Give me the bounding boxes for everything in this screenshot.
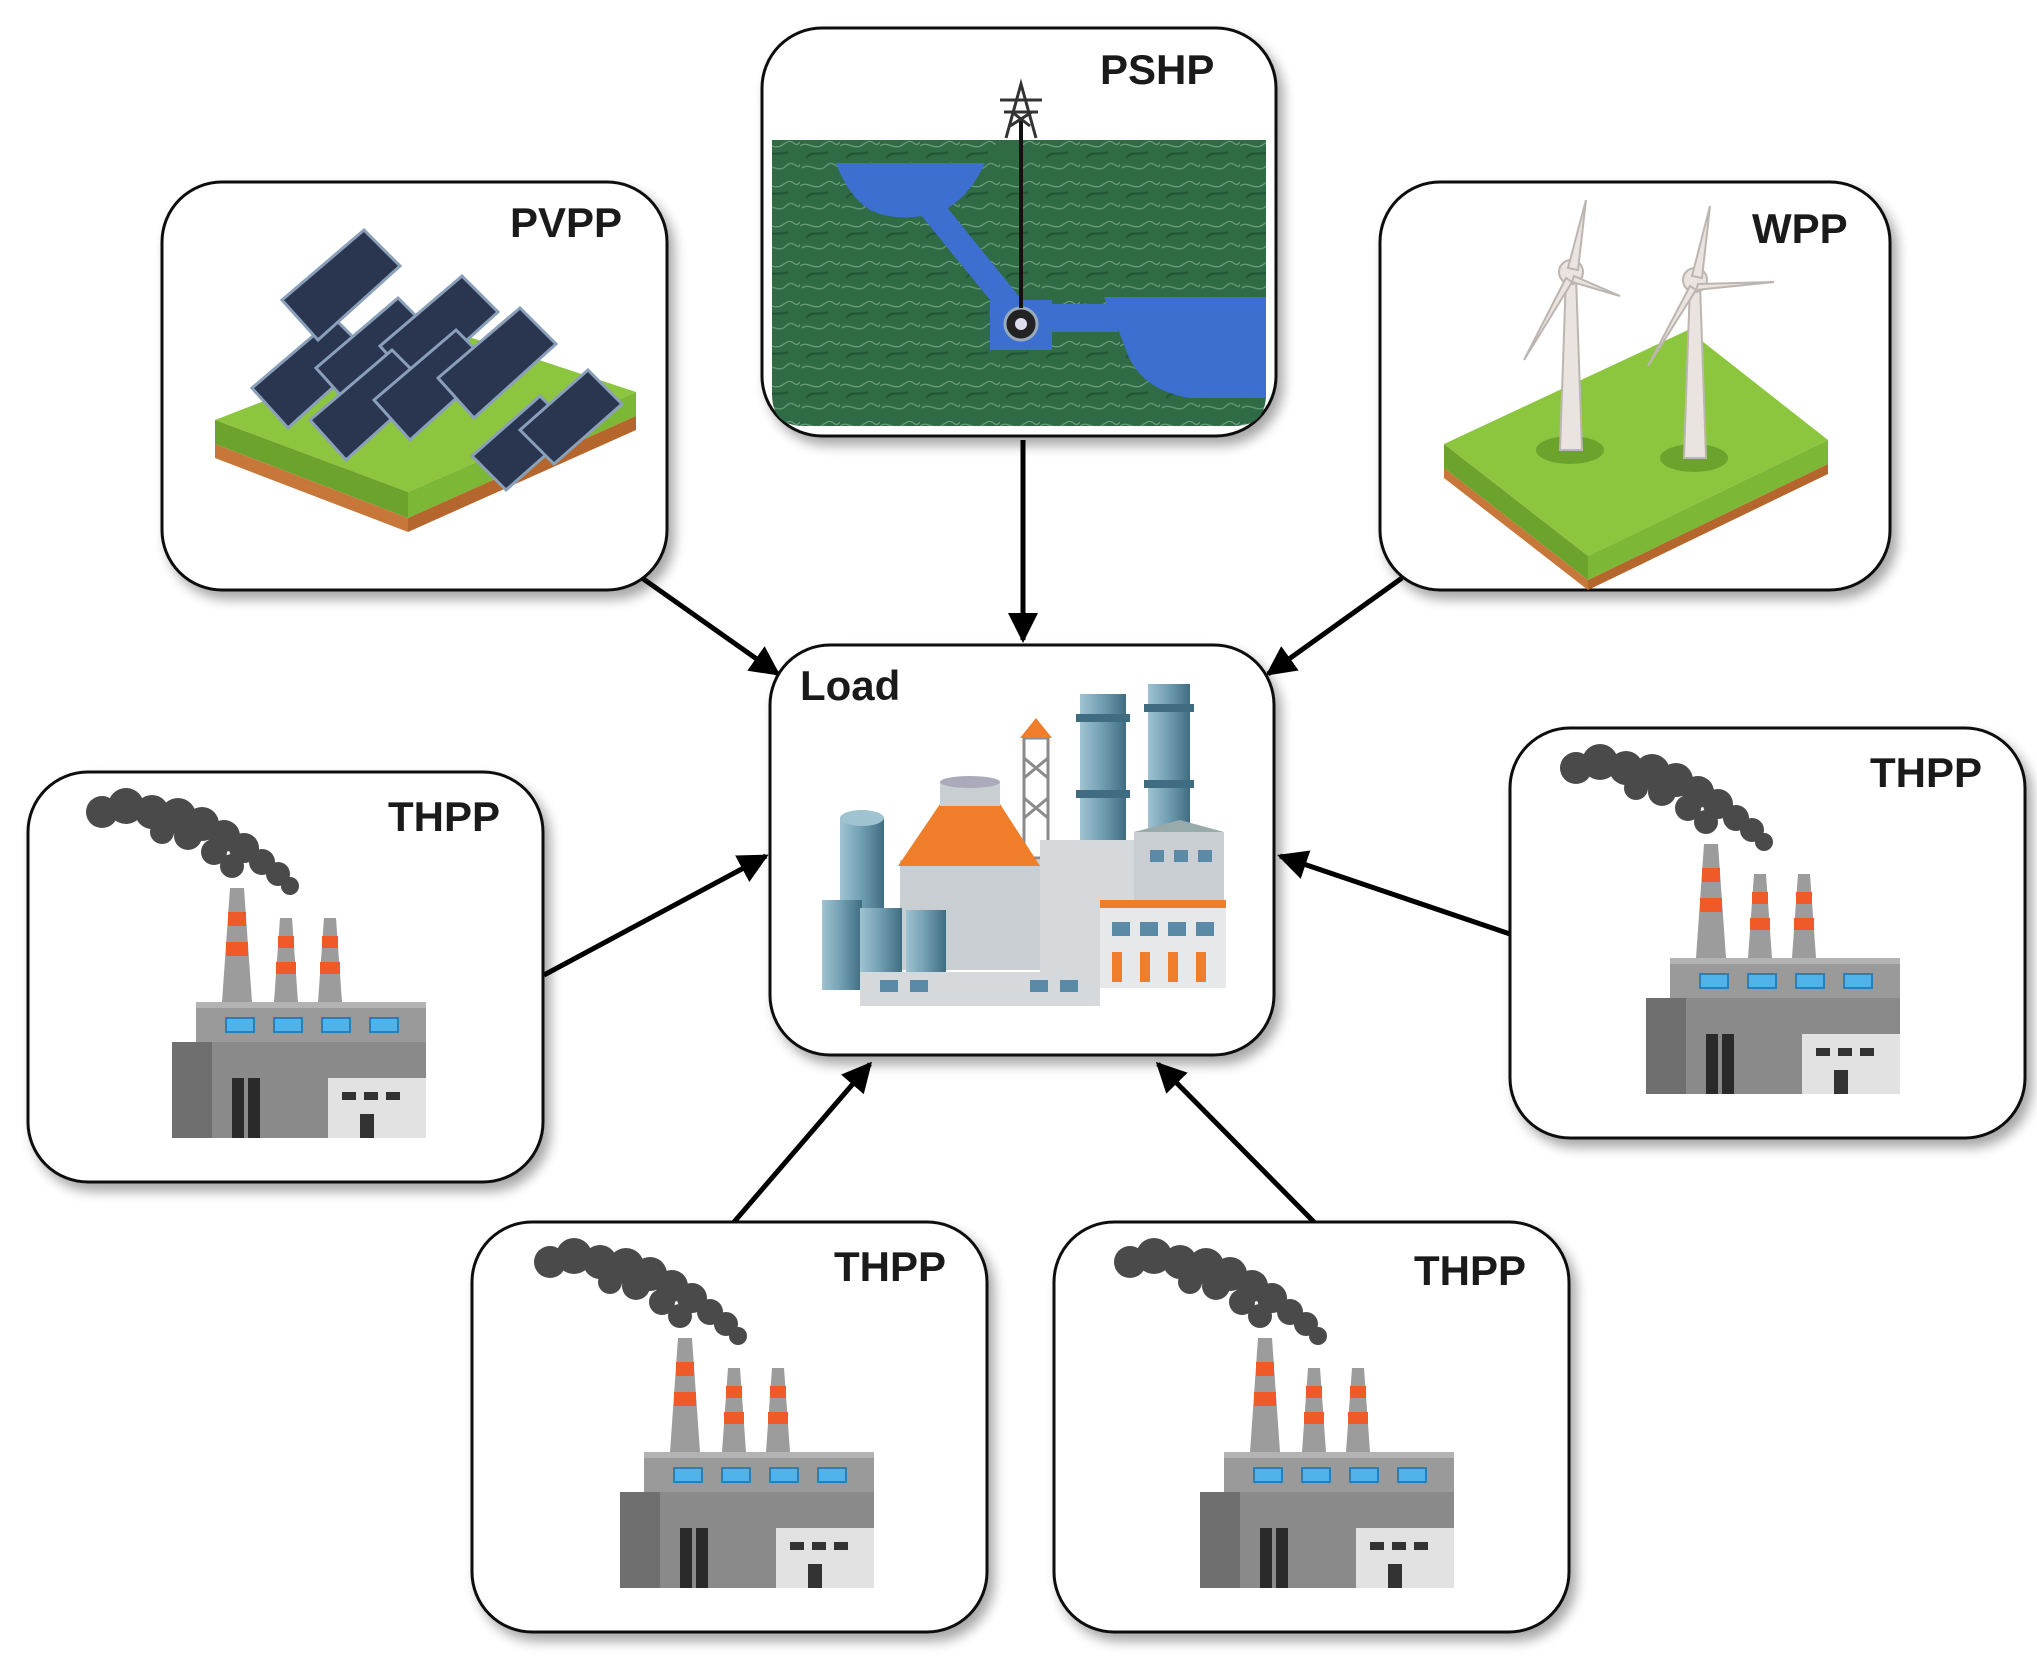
- pvpp-node: PVPP: [160, 180, 669, 592]
- pshp-node: PSHP: [760, 26, 1278, 438]
- arrow-wpp-to-load: [1265, 575, 1404, 677]
- pvpp-label: PVPP: [510, 199, 622, 246]
- thpp-bottom-right-node: THPP: [1052, 1220, 1571, 1634]
- wpp-node: WPP: [1378, 180, 1892, 592]
- load-node: Load: [768, 643, 1276, 1057]
- arrow-thpp-right-to-load: [1277, 850, 1511, 937]
- thpp-left-node: THPP: [26, 770, 545, 1184]
- arrow-pvpp-to-load: [640, 575, 781, 677]
- transmission-tower-icon: [1000, 78, 1042, 139]
- wpp-label: WPP: [1752, 205, 1848, 252]
- arrow-thpp-bottom-right-to-load: [1155, 1061, 1316, 1224]
- load-label: Load: [800, 662, 900, 709]
- thpp-bottom-right-label: THPP: [1414, 1247, 1526, 1294]
- thpp-bottom-left-node: THPP: [470, 1220, 989, 1634]
- arrow-thpp-left-to-load: [542, 853, 769, 978]
- wind-farm-icon: [1444, 199, 1828, 590]
- connections: [542, 440, 1511, 1224]
- pshp-label: PSHP: [1100, 46, 1214, 93]
- pumped-storage-hydro-icon: [772, 78, 1266, 426]
- thpp-bottom-left-label: THPP: [834, 1243, 946, 1290]
- thpp-right-node: THPP: [1508, 726, 2027, 1140]
- thpp-left-label: THPP: [388, 793, 500, 840]
- thpp-right-label: THPP: [1870, 749, 1982, 796]
- arrow-thpp-bottom-left-to-load: [732, 1061, 872, 1224]
- industrial-load-icon: [822, 684, 1226, 1006]
- solar-farm-icon: [215, 227, 636, 532]
